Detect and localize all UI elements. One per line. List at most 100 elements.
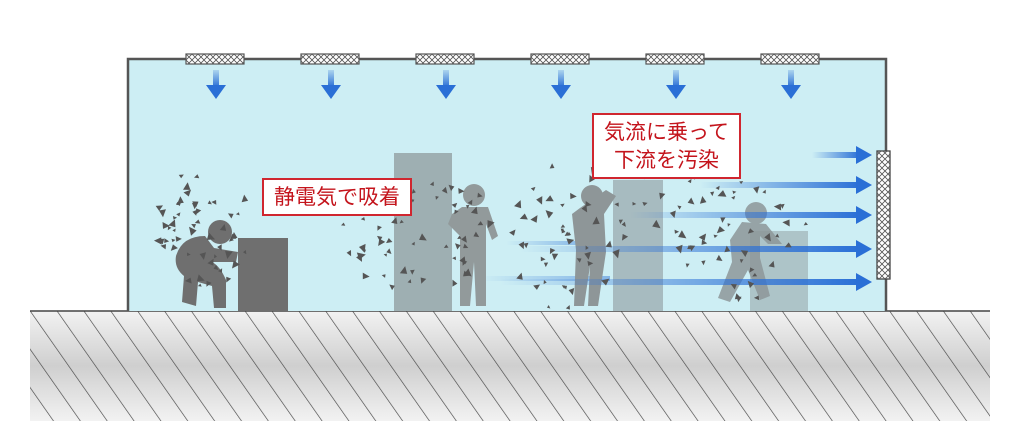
- dust-particle-icon: [717, 190, 727, 197]
- dust-particle-icon: [659, 192, 666, 200]
- dust-particle-icon: [764, 232, 771, 242]
- dust-particle-icon: [549, 248, 556, 255]
- dust-particle-icon: [752, 272, 758, 277]
- dust-particle-icon: [407, 279, 412, 284]
- dust-particle-icon: [716, 254, 723, 262]
- dust-particle-icon: [218, 268, 223, 273]
- down-arrow-icon: [666, 70, 686, 99]
- dust-particle-icon: [182, 182, 191, 190]
- dust-particle-icon: [194, 174, 200, 179]
- dust-particle-icon: [175, 236, 182, 242]
- dust-particle-icon: [217, 244, 222, 251]
- dust-particle-icon: [477, 221, 484, 226]
- dust-particle-icon: [782, 219, 790, 227]
- exhaust-filter-icon: [876, 150, 891, 280]
- dust-particle-icon: [176, 212, 181, 217]
- dust-particle-icon: [518, 241, 525, 250]
- callout-airflow-contamination: 気流に乗って 下流を汚染: [592, 113, 741, 179]
- dust-particle-icon: [219, 223, 227, 231]
- dust-particle-icon: [399, 219, 404, 224]
- right-arrow-icon: [700, 176, 872, 194]
- hepa-filter-icon: [300, 53, 360, 65]
- dust-particle-icon: [587, 260, 594, 267]
- callout-airflow-line1: 気流に乗って: [604, 120, 729, 144]
- dust-particle-icon: [419, 233, 427, 241]
- dust-particle-icon: [581, 204, 588, 213]
- callout-static-adsorption: 静電気で吸着: [262, 178, 412, 216]
- dust-particle-icon: [171, 238, 176, 243]
- dust-particle-icon: [341, 222, 346, 226]
- dust-particle-icon: [207, 233, 212, 238]
- dust-particle-icon: [568, 287, 575, 296]
- dust-particle-icon: [762, 189, 766, 194]
- dust-particle-icon: [612, 249, 620, 259]
- dust-particle-icon: [710, 191, 715, 197]
- dust-particle-icon: [470, 206, 478, 215]
- dust-particle-icon: [458, 188, 465, 194]
- dust-particle-icon: [730, 283, 737, 290]
- dust-particle-icon: [172, 228, 176, 232]
- dust-particle-icon: [530, 186, 536, 191]
- dust-particle-icon: [621, 234, 629, 241]
- dust-particle-icon: [386, 237, 393, 244]
- dust-particle-icon: [177, 196, 184, 204]
- dust-particle-icon: [546, 305, 551, 309]
- dust-particle-icon: [545, 195, 554, 202]
- dust-particle-icon: [441, 186, 448, 194]
- hepa-filter-icon: [530, 53, 590, 65]
- dust-particle-icon: [674, 229, 680, 234]
- dust-particle-icon: [720, 217, 726, 223]
- dust-particle-icon: [465, 204, 470, 209]
- dust-particle-icon: [356, 253, 363, 262]
- right-arrow-icon: [812, 146, 872, 164]
- dust-particle-icon: [533, 284, 541, 290]
- dust-particle-icon: [784, 242, 792, 248]
- downflow-arrows: [206, 70, 801, 99]
- person-silhouette-icon: [448, 184, 498, 306]
- right-arrow-icon: [630, 206, 872, 224]
- dust-particle-icon: [211, 200, 217, 205]
- dust-particle-icon: [172, 216, 178, 220]
- dust-particle-icon: [545, 210, 554, 219]
- dust-particle-icon: [207, 258, 214, 266]
- dust-particle-icon: [191, 223, 197, 229]
- dust-particle-icon: [687, 179, 692, 184]
- person-silhouette-icon: [175, 220, 238, 308]
- dust-particle-icon: [605, 240, 612, 248]
- dust-particle-icon: [731, 195, 736, 200]
- dust-particle-icon: [243, 250, 247, 255]
- dust-particle-icon: [153, 237, 162, 245]
- dust-particle-icon: [592, 216, 600, 225]
- dust-particle-icon: [199, 252, 207, 260]
- dust-particle-icon: [389, 284, 395, 291]
- dust-particle-icon: [740, 250, 749, 257]
- dust-particle-icon: [227, 213, 234, 219]
- dust-particle-icon: [775, 233, 780, 238]
- dust-particle-icon: [561, 285, 566, 289]
- dust-particle-icon: [519, 213, 528, 220]
- dust-particle-icon: [362, 249, 367, 253]
- dust-particle-icon: [473, 231, 480, 238]
- dust-particle-icon: [584, 251, 591, 260]
- down-arrow-icon: [321, 70, 341, 99]
- dust-particle-icon: [585, 245, 589, 250]
- dust-particle-icon: [381, 274, 386, 278]
- dust-particle-icon: [155, 205, 164, 211]
- hepa-filter-icon: [645, 53, 705, 65]
- dust-particle-icon: [477, 192, 483, 198]
- ceiling-filters: [185, 53, 820, 65]
- dust-particle-icon: [228, 237, 234, 242]
- dust-particle-icon: [753, 295, 760, 301]
- dust-particle-icon: [410, 269, 415, 275]
- dust-particle-icon: [376, 235, 383, 242]
- dust-particle-icon: [164, 238, 170, 243]
- dust-particle-icon: [536, 196, 543, 205]
- dust-particle-icon: [411, 188, 416, 194]
- pillar-1: [394, 153, 452, 311]
- dust-particle-icon: [399, 266, 408, 274]
- dust-particle-icon: [739, 259, 744, 264]
- dust-particle-icon: [736, 296, 742, 303]
- dust-particle-icon: [226, 276, 232, 283]
- dust-particle-icon: [346, 249, 352, 257]
